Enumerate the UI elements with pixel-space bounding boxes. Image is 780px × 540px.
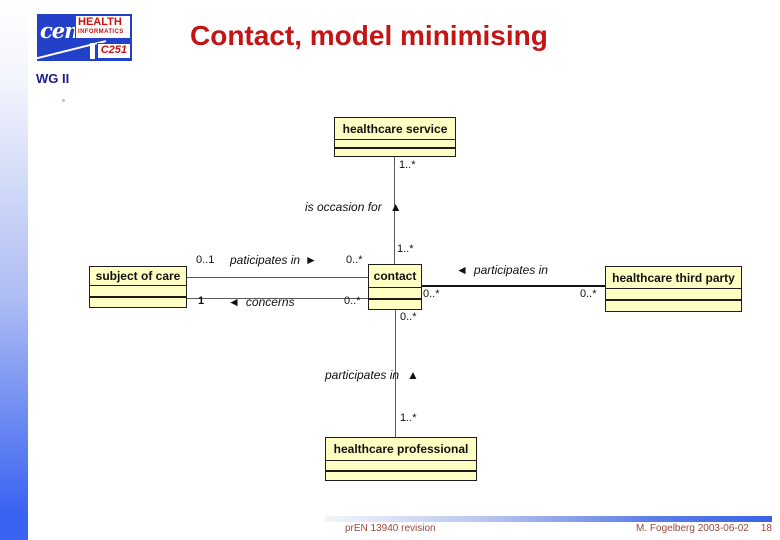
footer-document-ref: prEN 13940 revision — [345, 523, 436, 534]
attributes-compartment — [369, 288, 421, 300]
assoc-label-participates-in-right: ◄ participates in — [456, 263, 548, 277]
multiplicity: 0..* — [346, 254, 363, 266]
attributes-compartment — [90, 286, 186, 298]
logo-health-box: HEALTH INFORMATICS — [75, 15, 131, 39]
arrow-up-icon: ▲ — [407, 368, 419, 382]
logo-tc251: C251 — [89, 43, 131, 59]
arrow-right-icon: ► — [305, 253, 317, 267]
logo-health-text: HEALTH — [78, 16, 122, 28]
assoc-label-text: concerns — [245, 295, 295, 309]
logo-tc-bar — [89, 43, 95, 59]
operations-compartment — [606, 301, 741, 311]
attributes-compartment — [326, 461, 476, 472]
footer-gradient-bar — [325, 516, 772, 522]
arrow-left-icon: ◄ — [228, 295, 240, 309]
logo-informatics-text: INFORMATICS — [78, 29, 124, 35]
multiplicity: 0..* — [580, 288, 597, 300]
left-gradient-bar — [0, 0, 28, 540]
multiplicity: 1..* — [400, 412, 417, 424]
assoc-label-text: is occasion for — [305, 200, 382, 214]
multiplicity: 1..* — [397, 243, 414, 255]
stray-dot — [62, 99, 65, 102]
wg-label: WG II — [36, 71, 70, 86]
class-name: subject of care — [90, 267, 186, 286]
assoc-label-participates-in-bottom: participates in ▲ — [325, 368, 419, 382]
operations-compartment — [335, 149, 455, 156]
class-contact: contact — [368, 264, 422, 310]
multiplicity: 0..* — [344, 295, 361, 307]
assoc-label-paticipates-in: paticipates in ► — [230, 253, 317, 267]
edge-subject-contact-bottom — [187, 298, 368, 299]
edge-subject-contact-top — [187, 277, 368, 278]
logo-tc-text: C251 — [96, 43, 131, 59]
class-name: contact — [369, 265, 421, 288]
footer-author-date: M. Fogelberg 2003-06-02 18 — [636, 523, 772, 534]
attributes-compartment — [335, 140, 455, 149]
assoc-label-text: paticipates in — [230, 253, 301, 267]
class-name: healthcare service — [335, 118, 455, 140]
operations-compartment — [90, 298, 186, 308]
arrow-left-icon: ◄ — [456, 263, 468, 277]
operations-compartment — [326, 472, 476, 481]
class-healthcare-third-party: healthcare third party — [605, 266, 742, 312]
page-number: 18 — [760, 523, 772, 534]
operations-compartment — [369, 300, 421, 310]
class-name: healthcare professional — [326, 438, 476, 461]
edge-service-contact — [394, 157, 395, 264]
edge-contact-professional — [395, 310, 396, 437]
multiplicity: 1 — [198, 295, 205, 307]
multiplicity: 1..* — [399, 159, 416, 171]
footer-author-date-text: M. Fogelberg 2003-06-02 — [636, 523, 749, 534]
multiplicity: 0..* — [400, 311, 417, 323]
assoc-label-concerns: ◄ concerns — [228, 295, 295, 309]
class-healthcare-professional: healthcare professional — [325, 437, 477, 481]
cen-logo-text: cen — [40, 18, 79, 43]
edge-contact-thirdparty — [422, 285, 605, 287]
slide-title: Contact, model minimising — [190, 20, 548, 51]
attributes-compartment — [606, 289, 741, 301]
class-subject-of-care: subject of care — [89, 266, 187, 308]
cen-logo: cen HEALTH INFORMATICS C251 — [33, 14, 132, 61]
class-name: healthcare third party — [606, 267, 741, 289]
arrow-up-icon: ▲ — [389, 200, 402, 214]
assoc-label-text: participates in — [473, 263, 548, 277]
multiplicity: 0..* — [423, 288, 440, 300]
multiplicity: 0..1 — [196, 254, 215, 266]
assoc-label-is-occasion-for: is occasion for ▲ — [305, 200, 402, 214]
class-healthcare-service: healthcare service — [334, 117, 456, 157]
assoc-label-text: participates in — [325, 368, 400, 382]
